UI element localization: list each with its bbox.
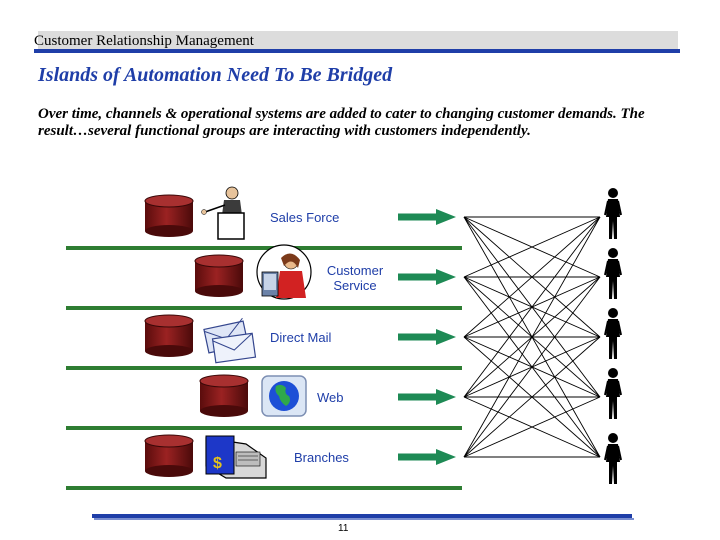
arrow-icon [398, 389, 456, 405]
database-icon [144, 314, 194, 358]
arrow-icon [398, 449, 456, 465]
globe-icon [261, 375, 307, 417]
page-number: 11 [338, 523, 349, 534]
customer-icon [604, 432, 622, 485]
footer-rule-shadow [94, 518, 634, 520]
slide-description: Over time, channels & operational system… [38, 106, 645, 139]
customer-icon [604, 247, 622, 300]
interaction-lines [463, 216, 601, 458]
channel-label-direct-mail: Direct Mail [270, 330, 332, 345]
slide-title: Islands of Automation Need To Be Bridged [38, 64, 393, 86]
database-icon [144, 194, 194, 238]
header-title: Customer Relationship Management [34, 33, 254, 49]
salesperson-icon [201, 186, 245, 240]
customer-icon [604, 187, 622, 240]
database-icon [144, 434, 194, 478]
database-icon [194, 254, 244, 298]
channel-label-sales-force: Sales Force [270, 210, 340, 225]
channel-label-branches: Branches [294, 450, 349, 465]
arrow-icon [398, 209, 456, 225]
separator-lines [66, 246, 462, 490]
header-rule [34, 49, 680, 53]
customer-icon [604, 367, 622, 420]
database-icon [199, 374, 249, 418]
cash-register-icon: $ [205, 435, 267, 479]
customers [604, 187, 622, 485]
envelopes-icon [203, 317, 257, 364]
arrow-icon [398, 269, 456, 285]
channel-label-customer-service: Customer Service [326, 263, 384, 293]
arrow-icon [398, 329, 456, 345]
customer-icon [604, 307, 622, 360]
dollar-sign: $ [213, 455, 222, 472]
separator-line [66, 486, 462, 490]
separator-line [66, 246, 462, 250]
footer-rule [92, 514, 632, 518]
customer-service-agent-icon [256, 244, 312, 300]
header-bar [38, 31, 678, 51]
separator-line [66, 426, 462, 430]
channel-label-web: Web [317, 390, 344, 405]
separator-line [66, 366, 462, 370]
separator-line [66, 306, 462, 310]
